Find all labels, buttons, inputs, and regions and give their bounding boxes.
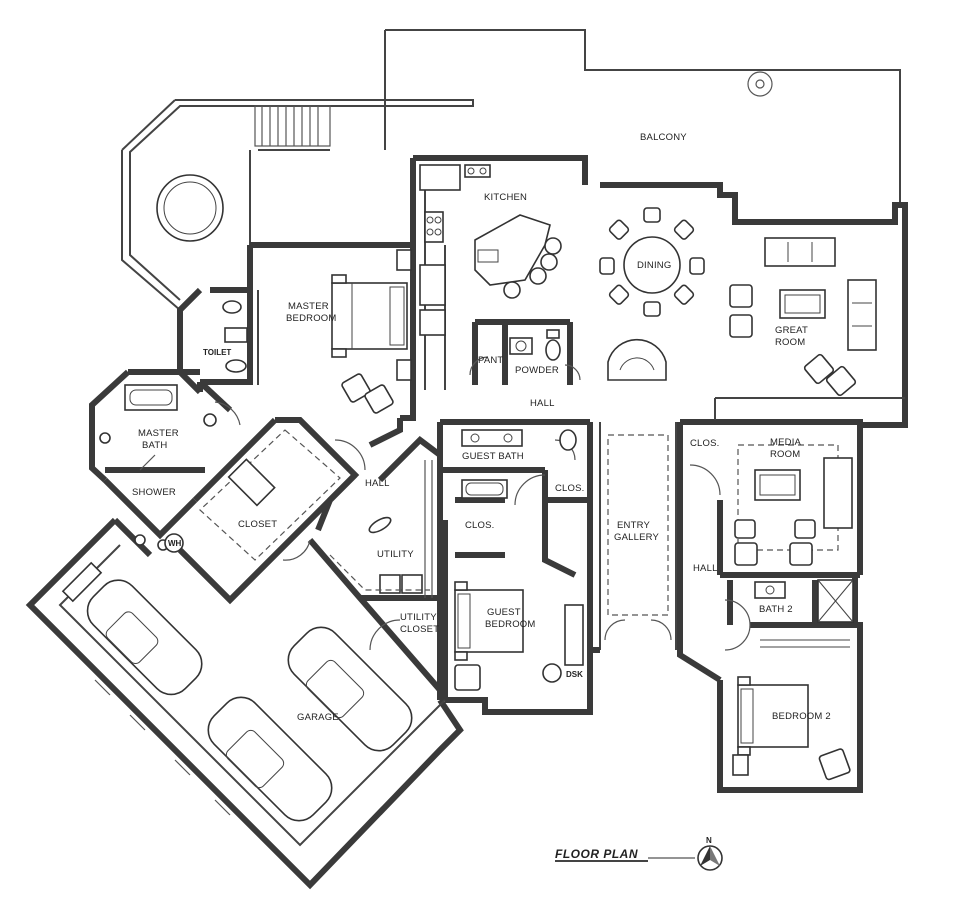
garage-interior bbox=[58, 533, 446, 847]
master-bed-icon bbox=[331, 249, 412, 414]
master-bath-fixtures bbox=[99, 300, 248, 471]
north-label: N bbox=[706, 836, 712, 845]
door-swings bbox=[214, 356, 751, 651]
plan-title: FLOOR PLAN bbox=[555, 847, 638, 861]
label-kitchen: KITCHEN bbox=[484, 192, 527, 203]
label-pant: PANT bbox=[478, 355, 503, 366]
guest-bed-icon bbox=[454, 581, 584, 691]
label-bedroom-2: BEDROOM 2 bbox=[772, 711, 831, 722]
label-bath-2: BATH 2 bbox=[759, 604, 793, 615]
label-master-bedroom-2: BEDROOM bbox=[286, 313, 337, 324]
label-clos-media: CLOS. bbox=[690, 438, 720, 449]
car-icon bbox=[86, 579, 203, 696]
label-hall-main: HALL bbox=[530, 398, 555, 409]
car-icon bbox=[287, 626, 413, 752]
label-hall-east: HALL bbox=[693, 563, 718, 574]
label-guest-bedroom-2: BEDROOM bbox=[485, 619, 536, 630]
label-clos-guest: CLOS. bbox=[465, 520, 495, 531]
balcony-outline bbox=[384, 29, 901, 205]
ceiling-fan-icon bbox=[747, 71, 773, 97]
powder-fixtures bbox=[509, 329, 561, 361]
dining-table-icon bbox=[599, 207, 705, 317]
interior-walls bbox=[257, 185, 818, 625]
label-closet: CLOSET bbox=[238, 519, 277, 530]
stairs-icon bbox=[254, 105, 331, 147]
label-entry-gallery-2: GALLERY bbox=[614, 532, 660, 543]
label-shower: SHOWER bbox=[132, 487, 176, 498]
label-clos-guest-bath: CLOS. bbox=[555, 483, 585, 494]
label-toilet: TOILET bbox=[203, 348, 231, 357]
guest-bath-fixtures bbox=[461, 429, 577, 499]
bath-2-fixtures bbox=[754, 579, 854, 623]
great-room-furniture bbox=[607, 237, 877, 397]
label-master-bedroom-1: MASTER bbox=[288, 301, 329, 312]
exterior-walls bbox=[25, 155, 908, 890]
entry-gallery-interior bbox=[607, 434, 669, 616]
label-great-room-2: ROOM bbox=[775, 337, 805, 348]
label-utility: UTILITY bbox=[377, 549, 414, 560]
media-room-furniture bbox=[734, 444, 853, 566]
label-utility-closet-2: CLOSET bbox=[400, 624, 439, 635]
label-guest-bath: GUEST BATH bbox=[462, 451, 524, 462]
closet-interior bbox=[199, 429, 341, 561]
label-entry-gallery-1: ENTRY bbox=[617, 520, 650, 531]
label-garage: GARAGE bbox=[297, 712, 339, 723]
label-hall-side: HALL bbox=[365, 478, 390, 489]
deck-outline bbox=[121, 99, 474, 311]
label-media-room-2: ROOM bbox=[770, 449, 800, 460]
kitchen-fixtures bbox=[419, 164, 562, 336]
label-master-bath-1: MASTER bbox=[138, 428, 179, 439]
room-labels: BALCONY KITCHEN DINING GREAT ROOM MASTER… bbox=[132, 132, 831, 723]
label-master-bath-2: BATH bbox=[142, 440, 167, 451]
label-wh: WH bbox=[168, 539, 182, 548]
bedroom-2-furniture bbox=[732, 639, 851, 781]
label-media-room-1: MEDIA bbox=[770, 437, 802, 448]
north-arrow-icon: N bbox=[697, 836, 723, 871]
spa-tub-icon bbox=[156, 174, 224, 242]
label-dsk: DSK bbox=[566, 670, 583, 679]
label-great-room-1: GREAT bbox=[775, 325, 808, 336]
utility-fixtures bbox=[329, 460, 433, 598]
label-utility-closet-1: UTILITY bbox=[400, 612, 437, 623]
label-guest-bedroom-1: GUEST bbox=[487, 607, 521, 618]
plan-title-block: FLOOR PLAN bbox=[555, 847, 695, 862]
label-dining: DINING bbox=[637, 260, 671, 271]
label-powder: POWDER bbox=[515, 365, 559, 376]
label-balcony: BALCONY bbox=[640, 132, 687, 143]
car-icon bbox=[207, 696, 333, 822]
